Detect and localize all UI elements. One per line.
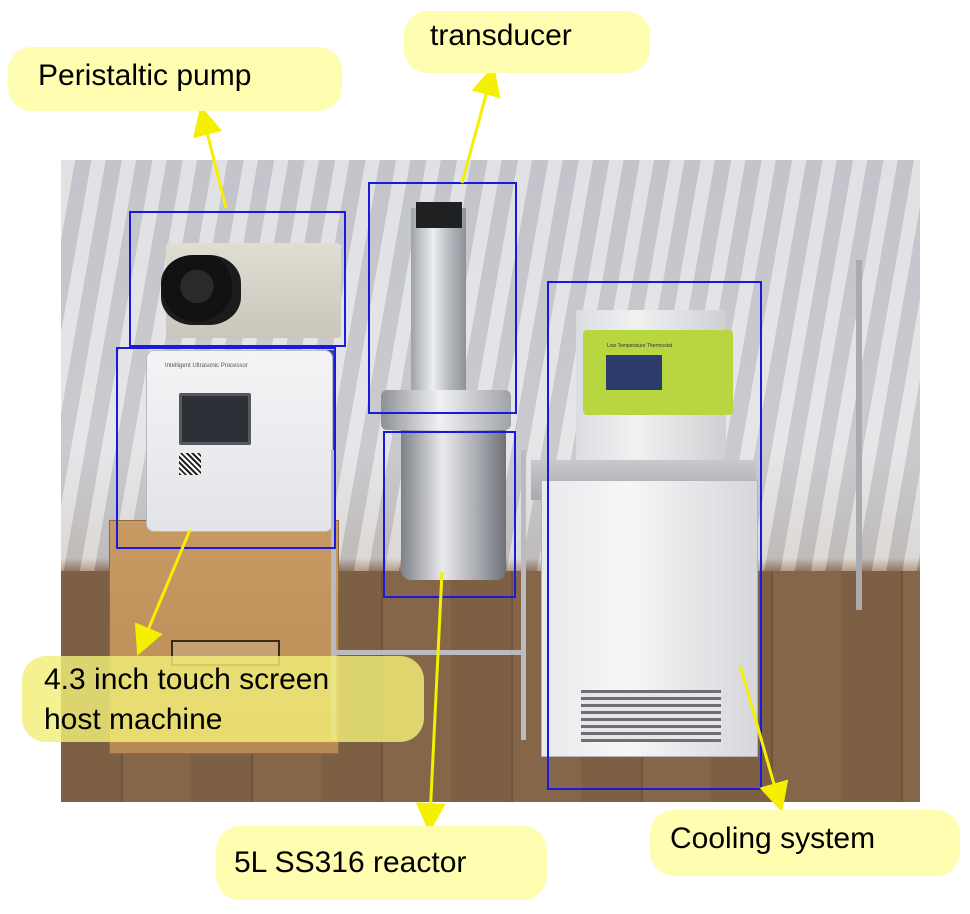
- host-panel-text: Intelligent Ultrasonic Processor: [165, 363, 248, 369]
- reactor-stand: [331, 450, 526, 740]
- cooling-system-outline: [547, 281, 762, 790]
- host-touch-screen: [179, 393, 251, 445]
- cooler-display: [606, 355, 662, 390]
- peristaltic-pump-callout: Peristaltic pump: [8, 47, 342, 111]
- host-machine-label-line2: host machine: [44, 703, 223, 736]
- reactor-callout: 5L SS316 reactor: [216, 826, 547, 900]
- cooling-arrow: [738, 664, 789, 813]
- qr-code-icon: [179, 453, 201, 475]
- peristaltic-pump-label: Peristaltic pump: [38, 59, 252, 92]
- cooling-system-callout: Cooling system: [650, 810, 960, 876]
- cooler-panel-text: Low Temperature Thermostat: [607, 343, 673, 349]
- stand-crossbar: [331, 650, 521, 655]
- reactor-outline: [383, 431, 516, 598]
- pump-head: [161, 255, 241, 325]
- cooling-system-label: Cooling system: [670, 822, 876, 855]
- transducer-label: transducer: [430, 19, 572, 52]
- transducer-outline: [368, 182, 517, 414]
- host-machine-outline: [116, 347, 336, 549]
- cooler-vent: [581, 690, 721, 742]
- host-machine-callout: 4.3 inch touch screen host machine: [22, 656, 424, 742]
- transducer-callout: transducer: [404, 11, 650, 73]
- metal-rack: [856, 260, 920, 610]
- transducer-arrow: [460, 65, 501, 184]
- reactor-arrow: [415, 571, 446, 833]
- pump-outline: [129, 211, 346, 347]
- transducer-body: [411, 208, 466, 403]
- reactor-label: 5L SS316 reactor: [234, 846, 467, 879]
- transducer-fan-cap: [416, 202, 462, 228]
- reactor-lid: [381, 390, 511, 430]
- host-machine-arrow: [134, 529, 192, 656]
- pump-arrow: [193, 105, 228, 209]
- host-machine-label-line1: 4.3 inch touch screen: [44, 663, 330, 696]
- reactor-vessel: [401, 430, 506, 580]
